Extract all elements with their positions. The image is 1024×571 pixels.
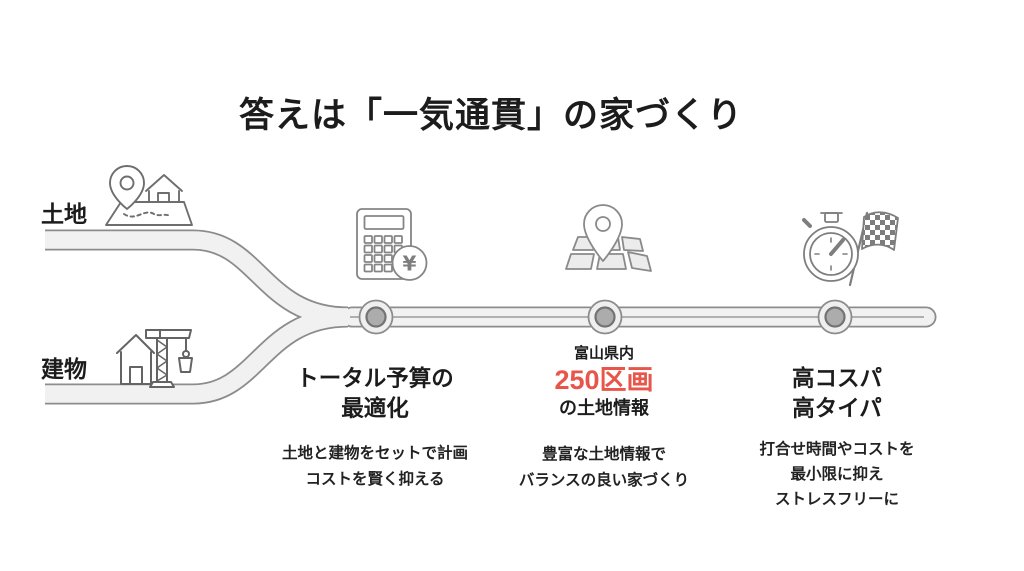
- map-location-pin-icon: [565, 204, 652, 272]
- milestone-heading-line: 高コスパ: [791, 366, 882, 391]
- map-route-pin-house-icon: [105, 165, 193, 226]
- milestone-heading: 富山県内 250区画 の土地情報: [454, 344, 754, 421]
- branch-label-land: 土地: [41, 201, 87, 227]
- milestone-heading-line: トータル予算の: [296, 366, 454, 391]
- milestone-description-line: 最小限に抑え: [790, 466, 884, 483]
- stopwatch-checkered-flag-icon: [802, 211, 899, 287]
- milestone-description: 土地と建物をセットで計画 コストを賢く抑える: [225, 441, 525, 493]
- yen-symbol: ¥: [403, 252, 417, 276]
- milestone-land-info: 富山県内 250区画 の土地情報 豊富な土地情報で バランスの良い家づくり: [454, 344, 754, 494]
- calculator-yen-icon: ¥: [356, 208, 428, 281]
- milestone-performance: 高コスパ 高タイパ 打合せ時間やコストを 最小限に抑え ストレスフリーに: [687, 364, 987, 512]
- milestone-description-line: 土地と建物をセットで計画: [281, 445, 468, 462]
- page-title: 答えは「一気通貫」の家づくり: [238, 96, 743, 136]
- milestone-heading-rest: の土地情報: [559, 398, 649, 418]
- milestone-description-line: 打合せ時間やコストを: [759, 441, 915, 458]
- milestone-dot-2: [587, 299, 623, 335]
- milestone-heading-highlight: 250区画: [554, 365, 654, 395]
- milestone-dot-3: [817, 299, 853, 335]
- milestone-heading-prefix: 富山県内: [573, 345, 634, 362]
- milestone-heading: トータル予算の 最適化: [225, 364, 525, 424]
- milestone-markers: [358, 299, 853, 335]
- milestone-description: 打合せ時間やコストを 最小限に抑え ストレスフリーに: [687, 437, 987, 512]
- branch-label-building: 建物: [41, 356, 87, 382]
- milestone-description-line: コストを賢く抑える: [305, 471, 445, 488]
- house-crane-icon: [116, 329, 193, 388]
- milestone-description-line: 豊富な土地情報で: [541, 446, 666, 463]
- milestone-heading-line: 高タイパ: [792, 396, 882, 421]
- milestone-budget: トータル予算の 最適化 土地と建物をセットで計画 コストを賢く抑える: [225, 364, 525, 493]
- milestone-dot-1: [358, 299, 394, 335]
- milestone-heading-line: 最適化: [341, 396, 409, 421]
- milestone-description-line: ストレスフリーに: [774, 491, 899, 508]
- milestone-heading: 高コスパ 高タイパ: [687, 364, 987, 424]
- milestone-description: 豊富な土地情報で バランスの良い家づくり: [454, 442, 754, 494]
- milestone-description-line: バランスの良い家づくり: [518, 472, 690, 489]
